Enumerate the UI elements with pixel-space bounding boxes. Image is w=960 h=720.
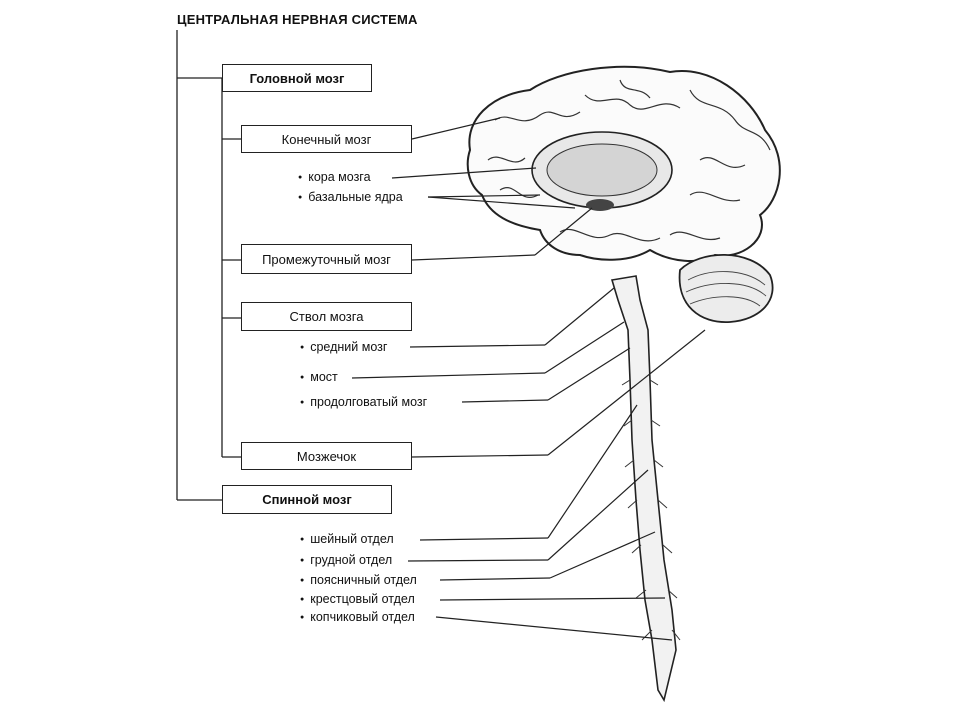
gyrus-10	[619, 79, 651, 99]
pointer-lines	[351, 117, 706, 641]
folium-1	[687, 271, 766, 286]
pointer-pons-d	[544, 321, 625, 374]
inner-nuclei	[546, 143, 658, 197]
label-lumbar: поясничный отдел	[300, 573, 417, 587]
spinal-nerve-13	[641, 629, 653, 641]
label-midbrain: средний мозг	[300, 340, 387, 354]
spinal-cord-illustration	[610, 275, 681, 703]
pointer-cerebellum-d	[547, 329, 706, 456]
spinal-nerve-11	[635, 589, 647, 599]
spinal-nerve-9	[631, 544, 642, 554]
label-thoracic: грудной отдел	[300, 553, 392, 567]
pointer-midbrain-d	[544, 287, 615, 346]
gyrus-5	[699, 157, 746, 168]
folium-3	[689, 296, 761, 307]
spinal-nerves	[621, 379, 681, 641]
folium-2	[685, 283, 767, 297]
spinal-nerve-1	[621, 379, 631, 386]
gyrus-7	[559, 228, 661, 242]
label-basal-nuclei: базальные ядра	[298, 190, 402, 204]
gyrus-4	[487, 156, 526, 163]
spinal-nerve-3	[623, 419, 633, 427]
pointer-basal-2	[427, 196, 576, 209]
gyrus-6	[689, 191, 741, 202]
spinal-nerve-4	[650, 419, 661, 427]
gyrus-9	[499, 187, 539, 198]
spinal-nerve-8	[657, 499, 668, 509]
spinal-nerve-10	[662, 544, 673, 554]
pointer-cervical-d	[547, 404, 638, 539]
pointer-cervical-h	[419, 537, 549, 541]
cerebellum-drawing	[678, 254, 774, 323]
pointer-pons-h	[351, 372, 546, 379]
label-cervical: шейный отдел	[300, 532, 393, 546]
brain-gyri	[487, 79, 771, 242]
spinal-nerve-5	[624, 459, 635, 468]
pointer-medulla-h	[461, 399, 549, 403]
spinal-nerve-7	[627, 499, 638, 509]
box-brainstem: Ствол мозга	[241, 302, 412, 331]
label-coccygeal: копчиковый отдел	[300, 610, 415, 624]
pointer-diencephalon-h	[411, 254, 536, 261]
spinal-nerve-2	[649, 379, 659, 386]
pointer-basal-1	[427, 194, 541, 198]
spinal-nerve-6	[653, 459, 664, 468]
pointer-lumbar-h	[439, 577, 551, 581]
pointer-midbrain-h	[409, 344, 546, 348]
diagram-title: ЦЕНТРАЛЬНАЯ НЕРВНАЯ СИСТЕМА	[177, 12, 418, 27]
pointer-lumbar-d	[549, 531, 656, 579]
pointer-cerebellum-h	[411, 454, 549, 458]
cerebellum-folia	[685, 271, 767, 307]
label-pons: мост	[300, 370, 338, 384]
gyrus-3	[689, 89, 771, 151]
spinal-cord-column	[610, 275, 677, 703]
box-diencephalon: Промежуточный мозг	[241, 244, 412, 274]
pointer-medulla-d	[547, 347, 631, 401]
spinal-nerve-14	[671, 629, 681, 641]
hierarchy-lines	[176, 30, 241, 501]
box-telencephalon: Конечный мозг	[241, 125, 412, 153]
brain-illustration	[466, 65, 781, 323]
label-cortex: кора мозга	[298, 170, 370, 184]
pointer-thoracic-d	[547, 469, 649, 561]
box-spinal-cord: Спинной мозг	[222, 485, 392, 514]
label-sacral: крестцовый отдел	[300, 592, 415, 606]
pointer-diencephalon-d	[534, 207, 593, 256]
gyrus-8	[669, 231, 721, 241]
gyrus-2	[584, 94, 681, 110]
label-medulla: продолговатый мозг	[300, 395, 427, 409]
gyrus-1	[494, 111, 581, 122]
spinal-nerve-12	[667, 589, 678, 599]
thalamus-region	[586, 199, 614, 211]
box-brain: Головной мозг	[222, 64, 372, 92]
pointer-thoracic-h	[407, 559, 549, 562]
pointer-cortex	[391, 167, 537, 179]
pointer-sacral	[439, 597, 666, 601]
box-cerebellum: Мозжечок	[241, 442, 412, 470]
pointer-coccygeal	[435, 616, 673, 641]
pointer-telencephalon	[411, 117, 501, 140]
